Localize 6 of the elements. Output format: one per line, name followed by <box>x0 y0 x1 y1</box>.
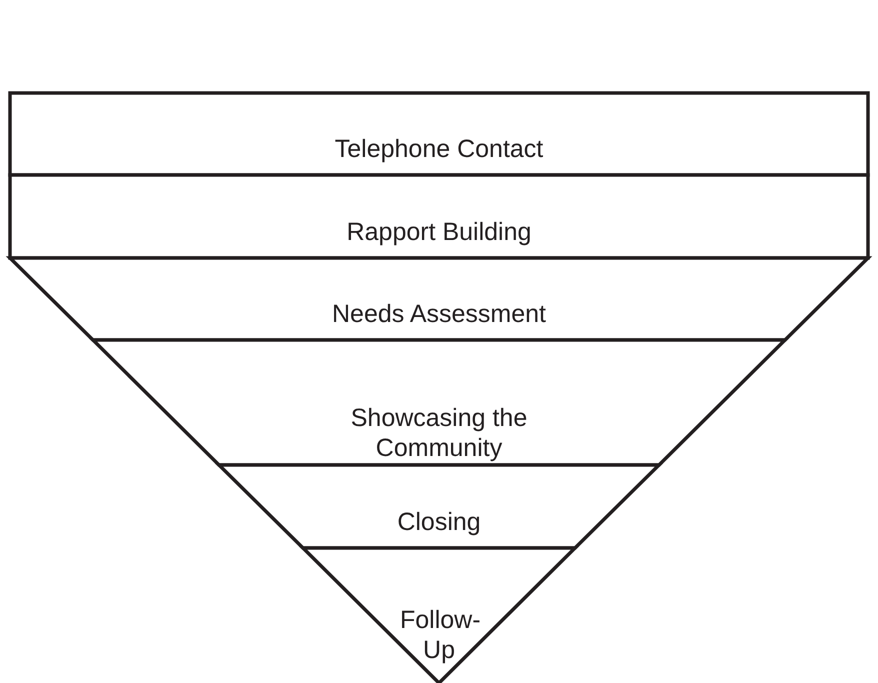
stage-label: Telephone Contact <box>334 134 544 164</box>
stage-label: Follow-Up <box>400 604 478 665</box>
stage-label: Showcasing the Community <box>350 402 528 462</box>
stage-label: Rapport Building <box>346 216 532 246</box>
stage-label: Needs Assessment <box>331 299 547 329</box>
stage-label: Closing <box>396 506 482 536</box>
